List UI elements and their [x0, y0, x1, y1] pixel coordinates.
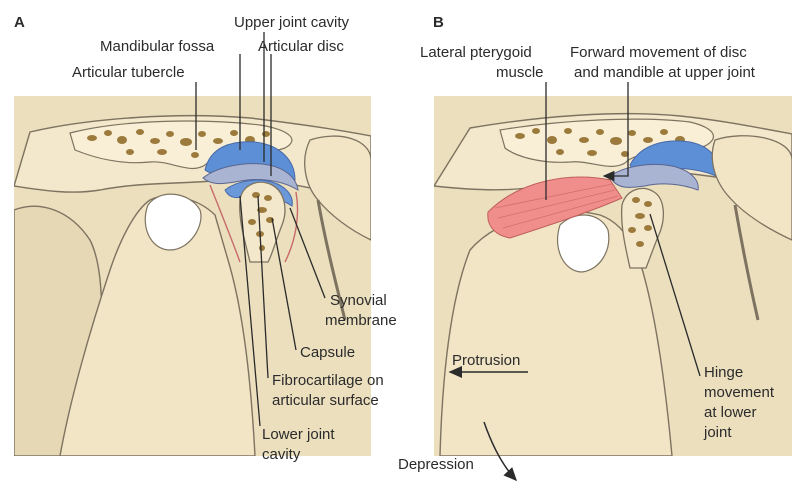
label-depression: Depression	[398, 456, 474, 473]
panel-a-illustration	[14, 96, 371, 456]
panel-b-styloid	[733, 204, 760, 321]
panel-a-mandible	[59, 195, 256, 456]
label-lower-joint-cavity-line1: Lower joint	[262, 426, 335, 443]
leader-lower-joint-cavity	[239, 195, 261, 427]
panel-b-mastoid	[711, 135, 792, 241]
panel-a-condyle	[239, 181, 286, 263]
label-hinge-line3: at lower	[704, 404, 757, 421]
label-articular-disc: Articular disc	[258, 38, 344, 55]
panel-a-capsule-back	[284, 191, 299, 263]
label-forward-movement-line1: Forward movement of disc	[570, 44, 747, 61]
label-upper-joint-cavity: Upper joint cavity	[234, 14, 350, 31]
leader-forward-movement	[602, 82, 629, 182]
label-fibrocartilage-line2: articular surface	[272, 392, 379, 409]
label-mandibular-fossa: Mandibular fossa	[100, 38, 215, 55]
label-hinge-line4: joint	[704, 424, 732, 441]
label-lower-joint-cavity-line2: cavity	[262, 446, 301, 463]
label-forward-movement-line2: and mandible at upper joint	[574, 64, 755, 81]
panel-b-illustration	[434, 96, 792, 456]
panel-a-notch	[144, 193, 202, 251]
label-hinge-line2: movement	[704, 384, 775, 401]
label-synovial-membrane-line2: membrane	[325, 312, 397, 329]
leader-capsule	[271, 217, 297, 351]
label-lateral-pterygoid-line2: muscle	[496, 64, 544, 81]
panel-a-styloid	[316, 199, 347, 321]
leader-hinge	[649, 213, 701, 377]
label-protrusion: Protrusion	[452, 352, 521, 369]
label-synovial-membrane-line1: Synovial	[330, 292, 387, 309]
panel-b-articular-disc	[609, 163, 699, 191]
leader-synovial-membrane	[289, 207, 326, 299]
label-lateral-pterygoid-line1: Lateral pterygoid	[420, 44, 532, 61]
panel-a-mastoid	[304, 135, 371, 241]
label-capsule: Capsule	[300, 344, 356, 361]
label-articular-tubercle: Articular tubercle	[72, 64, 185, 81]
label-hinge-line1: Hinge	[704, 364, 744, 381]
panel-b-condyle-cancellous	[628, 197, 652, 247]
leader-fibrocartilage	[257, 195, 269, 379]
panel-b-muscle-fibers	[494, 183, 619, 229]
panel-b-notch	[556, 214, 610, 273]
panel-a-capsule-front	[209, 184, 241, 263]
depression-arrow	[483, 421, 518, 482]
leader-lines	[195, 32, 701, 427]
panel-b-letter: B	[433, 14, 444, 31]
motion-arrows	[448, 366, 528, 482]
panel-b-condyle	[620, 187, 665, 269]
label-fibrocartilage-line1: Fibrocartilage on	[272, 372, 384, 389]
panel-a-letter: A	[14, 14, 25, 31]
panel-a-articular-disc	[202, 163, 299, 191]
